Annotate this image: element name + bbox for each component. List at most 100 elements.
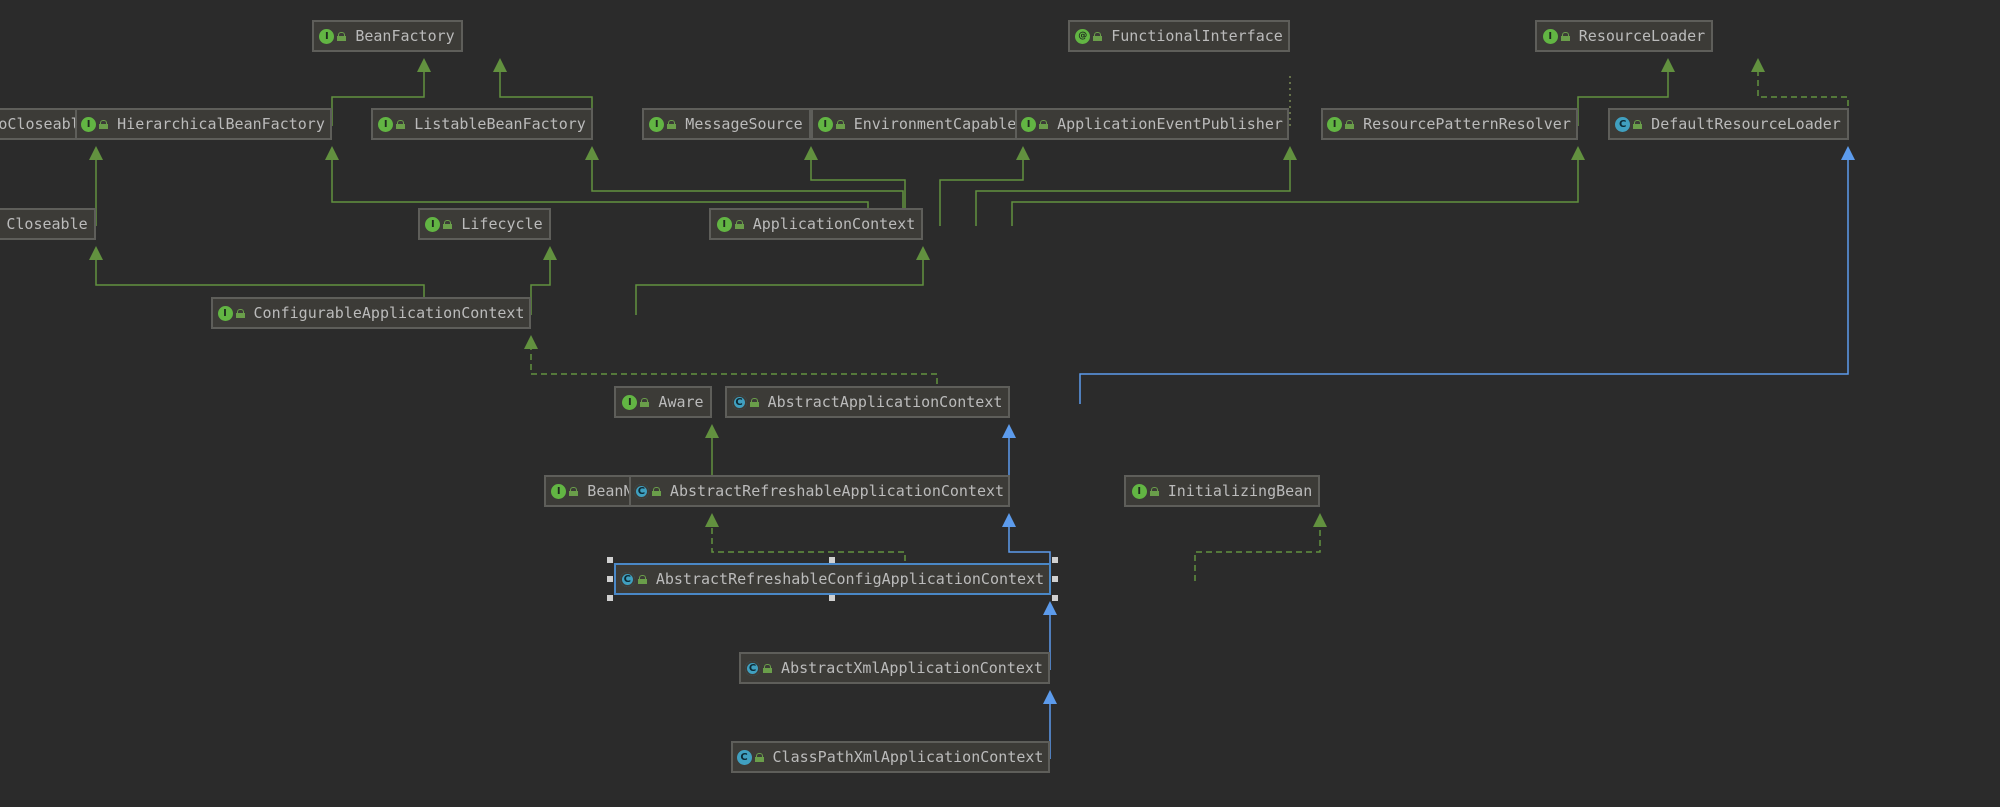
arrowhead-EnvironmentCapable xyxy=(1016,146,1030,160)
selection-resize-handle[interactable] xyxy=(606,557,613,563)
edge-ResourcePatternResolver-to-ResourceLoader xyxy=(1577,72,1669,126)
arrowhead-ResourceLoader xyxy=(1751,58,1765,72)
interface-icon: I xyxy=(1542,28,1558,44)
node-label: ConfigurableApplicationContext xyxy=(253,304,525,322)
node-HierarchicalBeanFactory[interactable]: I HierarchicalBeanFactory xyxy=(74,108,332,140)
node-FunctionalInterface[interactable]: @ FunctionalInterface xyxy=(1068,20,1290,52)
node-DefaultResourceLoader[interactable]: C DefaultResourceLoader xyxy=(1607,108,1849,140)
public-access-icon xyxy=(1039,119,1049,129)
selection-resize-handle[interactable] xyxy=(1051,557,1058,563)
selection-resize-handle[interactable] xyxy=(829,557,835,563)
node-label: ResourcePatternResolver xyxy=(1363,115,1571,133)
node-label: MessageSource xyxy=(685,115,803,133)
node-label: ApplicationEventPublisher xyxy=(1057,115,1283,133)
edge-ConfigurableApplicationContext-to-ApplicationContext xyxy=(635,260,924,315)
public-access-icon xyxy=(1345,119,1355,129)
edge-ConfigurableApplicationContext-to-Lifecycle xyxy=(530,260,551,315)
node-label: HierarchicalBeanFactory xyxy=(117,115,325,133)
class-icon: C xyxy=(736,749,752,765)
interface-icon: I xyxy=(622,394,638,410)
class-icon: C xyxy=(1615,116,1631,132)
selection-resize-handle[interactable] xyxy=(606,595,613,601)
node-label: DefaultResourceLoader xyxy=(1651,115,1841,133)
public-access-icon xyxy=(1093,31,1103,41)
interface-icon: I xyxy=(81,116,97,132)
arrowhead-AbstractApplicationContext xyxy=(1002,424,1016,438)
edge-ApplicationContext-to-EnvironmentCapable xyxy=(939,160,1024,226)
node-AbstractRefreshableConfigApplicationContext[interactable]: C AbstractRefreshableConfigApplicationCon… xyxy=(613,563,1051,595)
public-access-icon xyxy=(637,574,647,584)
interface-icon: I xyxy=(378,116,394,132)
selection-resize-handle[interactable] xyxy=(1051,576,1058,582)
abstract-icon: C xyxy=(745,660,761,676)
arrowhead-BeanNameAware xyxy=(705,513,719,527)
edge-ApplicationContext-to-MessageSource xyxy=(810,160,906,226)
interface-icon: I xyxy=(716,216,732,232)
abstract-icon: C xyxy=(633,483,649,499)
public-access-icon xyxy=(640,397,650,407)
node-label: InitializingBean xyxy=(1167,482,1313,500)
arrowhead-AutoCloseable xyxy=(89,146,103,160)
node-label: FunctionalInterface xyxy=(1111,27,1283,45)
arrowhead-MessageSource xyxy=(804,146,818,160)
arrowhead-ResourceLoader xyxy=(1661,58,1675,72)
public-access-icon xyxy=(835,119,845,129)
node-label: ClassPathXmlApplicationContext xyxy=(772,748,1044,766)
public-access-icon xyxy=(99,119,109,129)
selection-resize-handle[interactable] xyxy=(829,595,835,601)
arrowhead-BeanFactory xyxy=(417,58,431,72)
arrowhead-ApplicationEventPublisher xyxy=(1283,146,1297,160)
interface-icon: I xyxy=(425,216,441,232)
abstract-icon: C xyxy=(731,394,747,410)
edge-ApplicationContext-to-ResourcePatternResolver xyxy=(1011,160,1579,226)
interface-icon: I xyxy=(217,305,233,321)
node-Closeable[interactable]: ICloseable xyxy=(0,208,96,240)
public-access-icon xyxy=(569,486,579,496)
arrowhead-AbstractXmlApplicationContext xyxy=(1043,690,1057,704)
public-access-icon xyxy=(337,31,347,41)
public-access-icon xyxy=(734,219,744,229)
arrowhead-Aware xyxy=(705,424,719,438)
arrowhead-AbstractRefreshableConfigApplicationContext xyxy=(1043,601,1057,615)
node-label: AbstractRefreshableConfigApplicationCont… xyxy=(655,570,1045,588)
annotation-icon: @ xyxy=(1075,28,1091,44)
selection-resize-handle[interactable] xyxy=(1051,595,1058,601)
abstract-icon: C xyxy=(619,571,635,587)
node-label: EnvironmentCapable xyxy=(853,115,1017,133)
arrowhead-BeanFactory xyxy=(493,58,507,72)
public-access-icon xyxy=(443,219,453,229)
node-ConfigurableApplicationContext[interactable]: I ConfigurableApplicationContext xyxy=(211,297,531,329)
public-access-icon xyxy=(1149,486,1159,496)
arrowhead-ApplicationContext xyxy=(916,246,930,260)
public-access-icon xyxy=(1633,119,1643,129)
arrowhead-ResourcePatternResolver xyxy=(1571,146,1585,160)
node-ListableBeanFactory[interactable]: I ListableBeanFactory xyxy=(371,108,593,140)
arrowhead-Lifecycle xyxy=(543,246,557,260)
public-access-icon xyxy=(749,397,759,407)
node-label: ListableBeanFactory xyxy=(414,115,586,133)
selection-resize-handle[interactable] xyxy=(606,576,613,582)
node-ResourcePatternResolver[interactable]: I ResourcePatternResolver xyxy=(1320,108,1578,140)
interface-icon: I xyxy=(551,483,567,499)
edge-AbstractApplicationContext-to-DefaultResourceLoader xyxy=(1079,160,1849,404)
public-access-icon xyxy=(651,486,661,496)
arrowhead-ListableBeanFactory xyxy=(585,146,599,160)
arrowhead-AbstractRefreshableApplicationContext xyxy=(1002,513,1016,527)
node-ClassPathXmlApplicationContext[interactable]: C ClassPathXmlApplicationContext xyxy=(730,741,1050,773)
arrowhead-ConfigurableApplicationContext xyxy=(524,335,538,349)
edge-AbstractRefreshableConfigApplicationContext-to-InitializingBean xyxy=(1194,527,1321,581)
interface-icon: I xyxy=(1327,116,1343,132)
